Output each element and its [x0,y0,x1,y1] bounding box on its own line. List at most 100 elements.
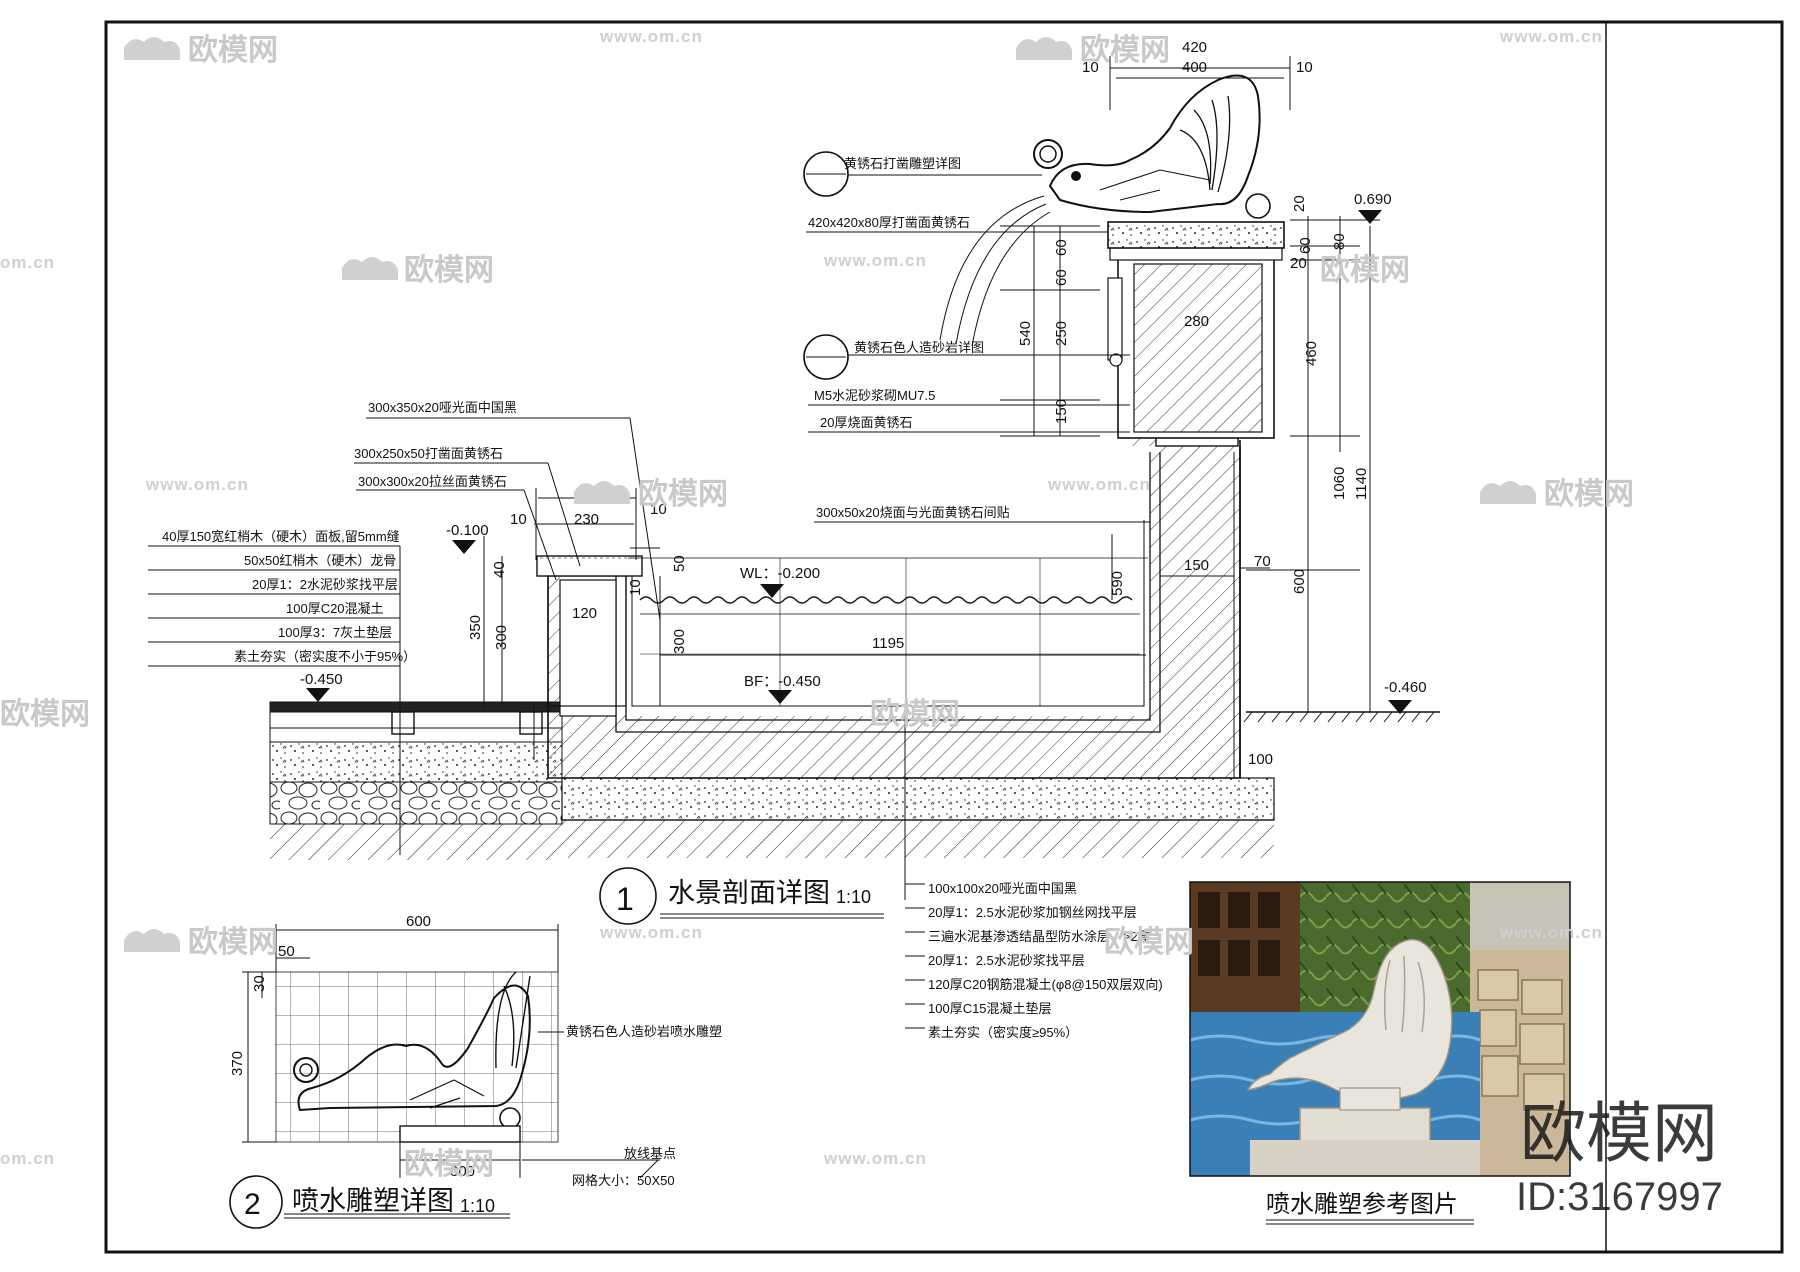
left-layer-6: 素土夯实（密实度不小于95%） [234,649,416,664]
level-ground-left: -0.450 [300,671,343,688]
watermark-site: www.om.cn [599,923,703,942]
dim-460: 460 [1303,341,1320,366]
watermark-brand: 欧模网 [404,254,494,287]
dim-10-d: 10 [650,501,667,518]
sculpt-dim-300: 300 [450,1163,475,1180]
watermark-site: www.om.cn [145,475,249,494]
section-detail: 40厚150宽红梢木（硬木）面板,留5mm缝 50x50红梢木（硬木）龙骨 20… [148,39,1440,1040]
dim-250-col: 250 [1053,321,1070,346]
watermark-brand: 欧模网 [870,698,960,731]
watermark-brand: 欧模网 [1320,254,1410,287]
watermark-brand-icon [124,37,1536,952]
origin-note: 放线基点 [624,1146,676,1161]
dim-350: 350 [467,615,484,640]
dim-60-c: 60 [1297,237,1314,254]
sculpt-dim-30: 30 [251,975,268,992]
dim-300-pool: 300 [671,629,688,654]
grid-note: 网格大小：50X50 [572,1173,675,1188]
left-layer-5: 100厚3：7灰土垫层 [278,625,392,640]
dim-80: 80 [1331,233,1348,250]
watermark-id: ID:3167997 [1516,1175,1723,1219]
dim-230: 230 [574,511,599,528]
top-note-3: 300x300x20拉丝面黄锈石 [358,474,507,489]
right-note-4: M5水泥砂浆砌MU7.5 [814,388,935,403]
top-note-1: 300x350x20哑光面中国黑 [368,400,517,415]
watermark-site: www.om.cn [823,251,927,270]
watermark-short: om.cn [0,253,55,272]
photo-caption: 喷水雕塑参考图片 [1266,1191,1458,1218]
dim-280: 280 [1184,313,1209,330]
bottom-layer-7: 素土夯实（密实度≥95%） [928,1025,1078,1040]
right-note-1: 黄锈石打凿雕塑详图 [844,156,961,171]
dim-100: 100 [1248,751,1273,768]
level-water: WL：-0.200 [740,565,820,582]
section-number: 1 [616,881,634,917]
bottom-layer-3: 三遍水泥基渗透结晶型防水涂层，>2厚 [928,929,1151,944]
dim-10-c: 10 [510,511,527,528]
sculpture-detail: 600 50 30 370 300 黄锈石色人造砂岩喷水雕塑 放线基点 网格大小… [229,913,722,1229]
sculpt-dim-600: 600 [406,913,431,930]
watermark-site: www.om.cn [1047,475,1151,494]
sculpt-dim-50: 50 [278,943,295,960]
section-scale: 1:10 [836,887,871,907]
left-layer-2: 50x50红梢木（硬木）龙骨 [244,553,396,568]
bottom-layer-5: 120厚C20钢筋混凝土(φ8@150双层双向) [928,977,1163,992]
top-note-4: 300x50x20烧面与光面黄锈石间贴 [816,505,1010,520]
watermark-site: www.om.cn [599,27,703,46]
top-note-2: 300x250x50打凿面黄锈石 [354,446,503,461]
watermark-site: www.om.cn [1499,27,1603,46]
watermark-site: www.om.cn [823,1149,927,1168]
left-layer-3: 20厚1：2水泥砂浆找平层 [252,577,398,592]
bottom-layer-2: 20厚1：2.5水泥砂浆加钢丝网找平层 [928,905,1137,920]
dim-60-b: 60 [1053,269,1070,286]
dim-150-col: 150 [1053,399,1070,424]
level-bottom: BF：-0.450 [744,673,821,690]
left-layer-4: 100厚C20混凝土 [286,601,384,616]
dim-20-top: 20 [1291,195,1308,212]
watermark-brand: 欧模网 [638,478,728,511]
sheet-frame [104,20,1784,1254]
level-ground-right: -0.460 [1384,679,1427,696]
watermark-short: om.cn [0,1149,55,1168]
level-deck: -0.100 [446,522,489,539]
dim-10-e: 10 [627,579,644,596]
dim-1195: 1195 [872,635,904,652]
dim-10-right: 10 [1296,59,1313,76]
right-note-3: 黄锈石色人造砂岩详图 [854,340,984,355]
watermark-brand: 欧模网 [404,1148,494,1181]
left-layer-1: 40厚150宽红梢木（硬木）面板,留5mm缝 [162,529,400,544]
watermark-brand: 欧模网 [1104,926,1194,959]
watermark-site: www.om.cn [1499,923,1603,942]
dim-10-left: 10 [1082,59,1099,76]
sculpture-title: 喷水雕塑详图 [292,1186,454,1216]
watermark-brand: 欧模网 [1080,34,1170,67]
dim-60-a: 60 [1053,239,1070,256]
dim-1140: 1140 [1353,468,1370,500]
dim-40: 40 [491,561,508,578]
bottom-layer-4: 20厚1：2.5水泥砂浆找平层 [928,953,1085,968]
right-note-5: 20厚烧面黄锈石 [820,415,912,430]
sculpture-scale: 1:10 [460,1196,495,1216]
dim-50: 50 [671,555,688,572]
bottom-layer-6: 100厚C15混凝土垫层 [928,1001,1052,1016]
dim-400: 400 [1182,59,1207,76]
dim-20-b: 20 [1290,255,1307,272]
section-title: 水景剖面详图 [668,878,830,908]
watermark-brand: 欧模网 [1544,478,1634,511]
watermark-brand-large: 欧模网 [1520,1096,1718,1170]
watermark-brand: 欧模网 [188,926,278,959]
sculpture-number: 2 [244,1188,261,1221]
watermarks: 欧模网 欧模网 欧模网 欧模网 欧模网 欧模网 欧模网 欧模网 欧模网 欧模网 … [0,27,1723,1219]
dim-150-wall: 150 [1184,557,1209,574]
dim-300-left: 300 [493,625,510,650]
right-note-2: 420x420x80厚打凿面黄锈石 [808,215,970,230]
dim-590: 590 [1109,571,1126,596]
dim-420: 420 [1182,39,1207,56]
watermark-brand: 欧模网 [0,698,90,731]
reference-photo: 喷水雕塑参考图片 [1189,881,1571,1225]
dim-600: 600 [1291,569,1308,594]
level-top: 0.690 [1354,191,1392,208]
bottom-layer-1: 100x100x20哑光面中国黑 [928,881,1077,896]
dim-1060: 1060 [1331,467,1348,500]
